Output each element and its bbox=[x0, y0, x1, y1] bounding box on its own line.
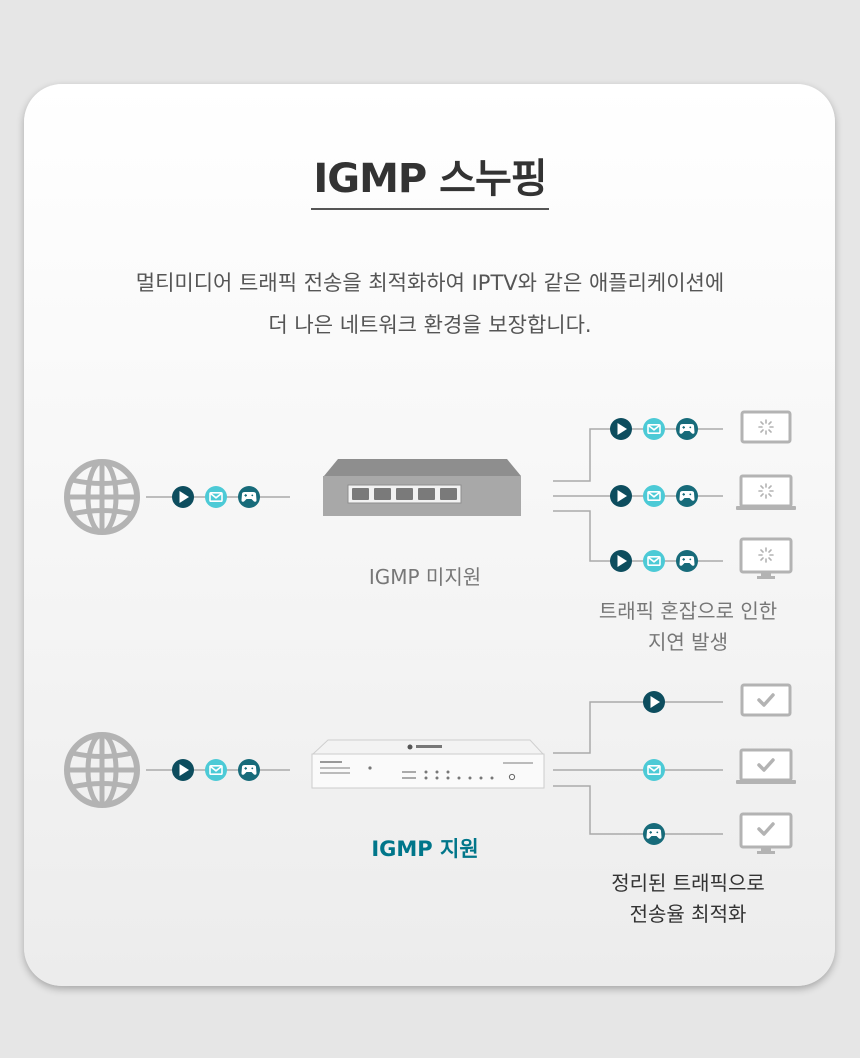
mail-icon bbox=[204, 485, 228, 509]
play-icon bbox=[172, 486, 194, 508]
mixed-traffic-row-1 bbox=[610, 417, 699, 441]
play-icon bbox=[643, 691, 665, 713]
tablet-icon bbox=[740, 683, 792, 717]
laptop-icon bbox=[734, 748, 798, 786]
mixed-traffic-row-2 bbox=[610, 484, 699, 508]
internet-globe-icon-top bbox=[67, 462, 137, 532]
managed-switch-image bbox=[311, 739, 545, 789]
internet-globe-icon-bottom bbox=[67, 735, 137, 805]
feature-description: 멀티미디어 트래픽 전송을 최적화하여 IPTV와 같은 애플리케이션에 더 나… bbox=[0, 262, 860, 346]
igmp-supported-label: IGMP 지원 bbox=[371, 837, 479, 861]
gamepad-icon bbox=[642, 822, 666, 846]
description-line-1: 멀티미디어 트래픽 전송을 최적화하여 IPTV와 같은 애플리케이션에 bbox=[135, 271, 725, 295]
unmanaged-switch-image bbox=[323, 459, 521, 516]
laptop-icon bbox=[734, 474, 798, 512]
mixed-traffic-row-3 bbox=[610, 549, 699, 573]
congestion-note: 트래픽 혼잡으로 인한 지연 발생 bbox=[598, 599, 778, 654]
feature-title: IGMP 스누핑 bbox=[0, 146, 860, 210]
description-line-2: 더 나은 네트워크 환경을 보장합니다. bbox=[268, 313, 592, 337]
monitor-icon bbox=[739, 537, 793, 581]
tablet-icon bbox=[740, 410, 792, 444]
gamepad-icon bbox=[237, 485, 261, 509]
igmp-unsupported-label: IGMP 미지원 bbox=[368, 565, 482, 589]
mail-icon bbox=[642, 758, 666, 782]
feature-card bbox=[24, 84, 835, 986]
mail-icon bbox=[204, 758, 228, 782]
play-icon bbox=[172, 759, 194, 781]
optimized-note: 정리된 트래픽으로 전송율 최적화 bbox=[611, 871, 765, 926]
monitor-icon bbox=[739, 812, 793, 856]
gamepad-icon bbox=[237, 758, 261, 782]
